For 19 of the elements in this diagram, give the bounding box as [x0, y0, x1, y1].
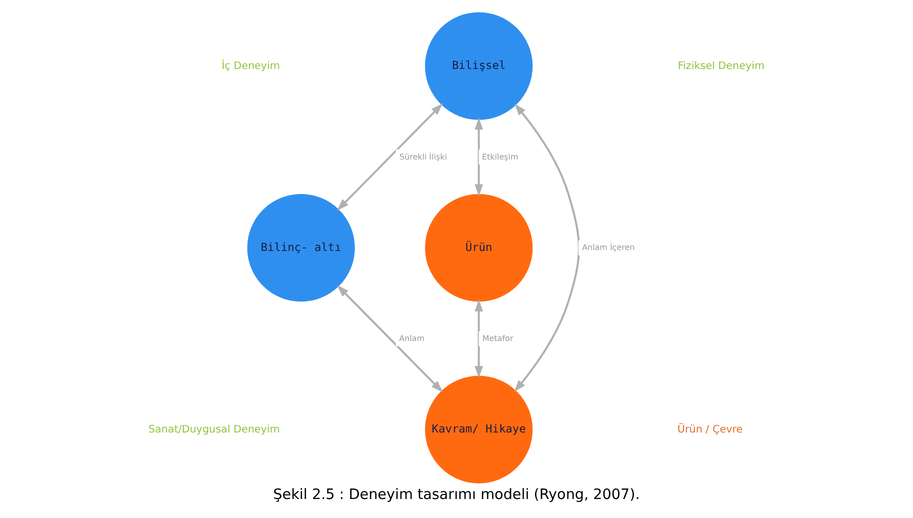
node-circle: Kavram/ Hikaye — [423, 374, 534, 486]
arrow — [474, 118, 484, 196]
arrow — [337, 285, 443, 392]
edge-label: Anlam İçeren — [582, 243, 635, 252]
label: Fiziksel Deneyim — [678, 60, 765, 72]
node-circle: Bilinç- altı — [246, 192, 356, 304]
node-circle: Ürün — [423, 192, 534, 304]
label: İç Deneyim — [222, 60, 280, 72]
edge-label: Sürekli İlişki — [399, 152, 447, 162]
label: Ürün / Çevre — [677, 423, 743, 436]
edge-label: Etkileşim — [482, 152, 518, 162]
node-circle: Bilişsel — [423, 10, 534, 122]
edge-label: Metafor — [482, 334, 514, 344]
arrow — [337, 103, 443, 211]
edge-label: Anlam — [399, 334, 424, 344]
caption: Şekil 2.5 : Deneyim tasarımı modeli (Ryong, 2007). — [273, 486, 640, 503]
arrow — [514, 104, 580, 392]
label: Sanat/Duygusal Deneyim — [148, 423, 280, 436]
arrow — [474, 299, 484, 378]
